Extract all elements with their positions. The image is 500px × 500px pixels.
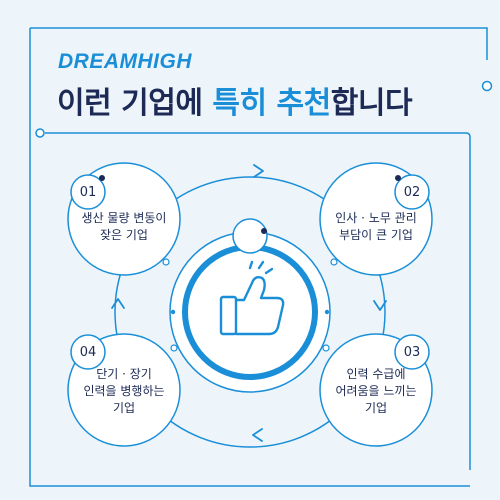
item-03-number: 03 — [403, 344, 421, 360]
item-02-circle — [319, 162, 433, 276]
title-part-1: 이런 기업에 — [57, 86, 213, 121]
title-space — [267, 86, 277, 121]
item-01-line-1: 생산 물량 변동이 — [81, 211, 167, 225]
arrow-left — [252, 428, 263, 442]
frame-border — [29, 28, 470, 487]
item-02-label: 인사 · 노무 관리 부담이 큰 기업 — [311, 210, 441, 244]
orbit-circle — [114, 176, 386, 448]
inner-frame-dot — [35, 128, 45, 138]
item-01-number: 01 — [79, 184, 97, 200]
frame-border — [30, 27, 488, 60]
title-highlight-1: 특히 — [212, 86, 267, 121]
item-04-circle — [67, 333, 181, 447]
item-03-line-2: 어려움을 느끼는 — [335, 384, 417, 398]
item-04-line-3: 기업 — [112, 401, 136, 415]
item-03-circle — [319, 333, 433, 447]
item-04-line-1: 단기 · 장기 — [96, 367, 152, 381]
frame-dot — [481, 80, 493, 92]
thumbs-up-icon — [219, 260, 285, 336]
item-04-label: 단기 · 장기 인력을 병행하는 기업 — [59, 366, 189, 417]
inner-frame-line — [45, 132, 471, 470]
arrow-up — [111, 298, 125, 309]
item-01-circle — [67, 162, 181, 276]
page-title: 이런 기업에 특히 추천합니다 — [57, 78, 413, 122]
item-04-line-2: 인력을 병행하는 — [83, 384, 165, 398]
title-highlight-2: 추천 — [276, 86, 332, 121]
item-02-line-2: 부담이 큰 기업 — [339, 228, 413, 242]
brand-logo: DREAMHIGH — [58, 50, 192, 73]
center-ring — [169, 218, 331, 393]
item-03-line-1: 인력 수급에 — [346, 367, 406, 381]
item-01-label: 생산 물량 변동이 잦은 기업 — [59, 210, 189, 244]
item-02-number: 02 — [403, 184, 421, 200]
title-part-2: 합니다 — [330, 86, 413, 121]
item-01-line-2: 잦은 기업 — [100, 228, 148, 242]
item-03-line-3: 기업 — [364, 401, 388, 415]
item-04-number: 04 — [79, 344, 97, 360]
item-02-line-1: 인사 · 노무 관리 — [335, 211, 417, 225]
item-03-label: 인력 수급에 어려움을 느끼는 기업 — [311, 366, 441, 417]
arrow-right — [253, 164, 264, 178]
arrow-down — [373, 300, 387, 311]
